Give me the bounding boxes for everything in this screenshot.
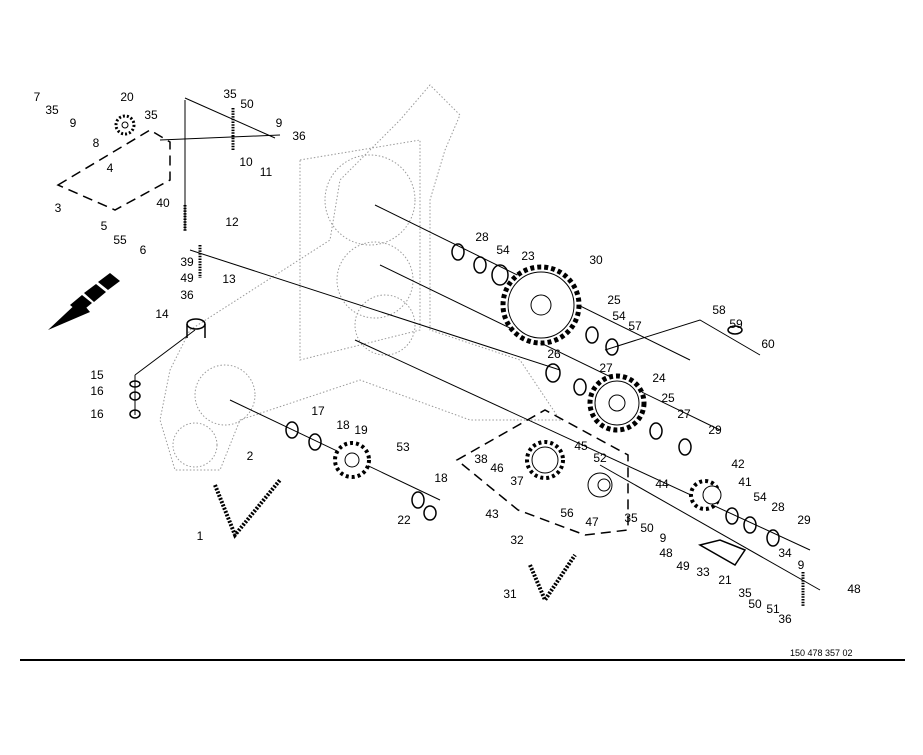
part-number-label: 43 — [485, 507, 499, 521]
part-number-label: 33 — [696, 565, 710, 579]
part-number-label: 21 — [718, 573, 732, 587]
part-number-label: 32 — [510, 533, 524, 547]
part-number-label: 29 — [797, 513, 811, 527]
part-number-label: 48 — [847, 582, 861, 596]
part-number-labels: 7359843555620353550936101140123949361314… — [34, 87, 861, 626]
part-number-label: 10 — [239, 155, 253, 169]
dashed-assembly-boxes — [56, 129, 629, 536]
part-number-label: 48 — [659, 546, 673, 560]
part-number-label: 47 — [585, 515, 599, 529]
part-number-label: 18 — [336, 418, 350, 432]
part-number-label: 9 — [660, 531, 667, 545]
part-number-label: 58 — [712, 303, 726, 317]
part-number-label: 34 — [778, 546, 792, 560]
part-number-label: 31 — [503, 587, 517, 601]
part-number-label: 17 — [311, 404, 325, 418]
part-number-label: 50 — [240, 97, 254, 111]
part-number-label: 24 — [652, 371, 666, 385]
part-number-label: 37 — [510, 474, 524, 488]
part-number-label: 7 — [34, 90, 41, 104]
part-number-label: 16 — [90, 384, 104, 398]
part-number-label: 13 — [222, 272, 236, 286]
part-number-label: 20 — [120, 90, 134, 104]
part-number-label: 59 — [729, 317, 743, 331]
chains — [213, 478, 577, 605]
part-number-label: 36 — [292, 129, 306, 143]
part-number-label: 49 — [180, 271, 194, 285]
part-number-label: 14 — [155, 307, 169, 321]
part-number-label: 44 — [655, 477, 669, 491]
part-number-label: 35 — [223, 87, 237, 101]
part-number-label: 45 — [574, 439, 588, 453]
shafts — [134, 97, 821, 591]
drawing-number: 150 478 357 02 — [790, 648, 853, 658]
part-number-label: 41 — [738, 475, 752, 489]
springs — [183, 108, 805, 607]
part-number-label: 35 — [144, 108, 158, 122]
sprockets — [114, 114, 722, 511]
part-number-label: 28 — [771, 500, 785, 514]
part-number-label: 53 — [396, 440, 410, 454]
travel-direction-arrow-icon — [48, 273, 120, 330]
machine-frame — [159, 84, 561, 471]
part-number-label: 23 — [521, 249, 535, 263]
part-number-label: 3 — [55, 201, 62, 215]
part-number-label: 51 — [766, 602, 780, 616]
rings-and-washers — [129, 243, 780, 566]
part-number-label: 54 — [496, 243, 510, 257]
part-number-label: 52 — [593, 451, 607, 465]
part-number-label: 8 — [93, 136, 100, 150]
part-number-label: 25 — [607, 293, 621, 307]
part-number-label: 46 — [490, 461, 504, 475]
part-number-label: 35 — [45, 103, 59, 117]
part-number-label: 4 — [107, 161, 114, 175]
part-number-label: 9 — [276, 116, 283, 130]
part-number-label: 57 — [628, 319, 642, 333]
part-number-label: 28 — [475, 230, 489, 244]
part-number-label: 36 — [180, 288, 194, 302]
part-number-label: 36 — [778, 612, 792, 626]
part-number-label: 11 — [260, 165, 273, 179]
part-number-label: 25 — [661, 391, 675, 405]
part-number-label: 2 — [247, 449, 254, 463]
part-number-label: 27 — [677, 407, 691, 421]
part-number-label: 12 — [225, 215, 239, 229]
part-number-label: 19 — [354, 423, 368, 437]
part-number-label: 35 — [738, 586, 752, 600]
part-number-label: 6 — [140, 243, 147, 257]
part-number-label: 49 — [676, 559, 690, 573]
part-number-label: 27 — [599, 361, 613, 375]
part-number-label: 42 — [731, 457, 745, 471]
part-number-label: 15 — [90, 368, 104, 382]
part-number-label: 9 — [70, 116, 77, 130]
part-number-label: 38 — [474, 452, 488, 466]
part-number-label: 50 — [640, 521, 654, 535]
part-number-label: 40 — [156, 196, 170, 210]
part-number-label: 35 — [624, 511, 638, 525]
part-number-label: 1 — [197, 529, 204, 543]
part-number-label: 60 — [761, 337, 775, 351]
part-number-label: 54 — [612, 309, 626, 323]
part-number-label: 16 — [90, 407, 104, 421]
part-number-label: 39 — [180, 255, 194, 269]
part-number-label: 56 — [560, 506, 574, 520]
part-number-label: 18 — [434, 471, 448, 485]
part-number-label: 55 — [113, 233, 127, 247]
part-number-label: 26 — [547, 347, 561, 361]
part-number-label: 5 — [101, 219, 108, 233]
part-number-label: 9 — [798, 558, 805, 572]
part-number-label: 29 — [708, 423, 722, 437]
part-number-label: 50 — [748, 597, 762, 611]
part-number-label: 30 — [589, 253, 603, 267]
part-number-label: 54 — [753, 490, 767, 504]
part-number-label: 22 — [397, 513, 411, 527]
